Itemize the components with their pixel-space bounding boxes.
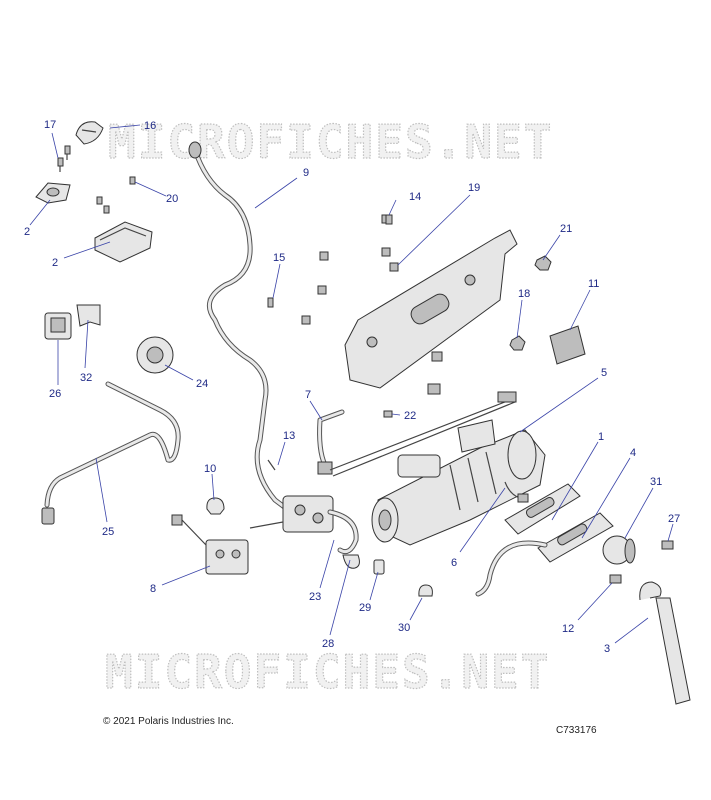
part-winch-strap <box>475 540 548 597</box>
part-nut-18 <box>509 335 526 351</box>
callout-11: 11 <box>588 278 599 290</box>
part-control-module <box>94 221 153 263</box>
callout-5: 5 <box>601 367 607 379</box>
watermark-bottom: MICROFICHES.NET <box>105 645 550 699</box>
callout-16: 16 <box>144 120 156 132</box>
callout-15: 15 <box>273 252 285 264</box>
part-pigtail-6 <box>504 481 529 503</box>
part-rope-stopper <box>602 535 636 565</box>
callout-28: 28 <box>322 638 334 650</box>
callout-23: 23 <box>309 591 321 603</box>
callout-24: 24 <box>196 378 208 390</box>
callout-27: 27 <box>668 513 680 525</box>
part-decal-11 <box>549 325 586 365</box>
part-winch-harness <box>329 391 517 477</box>
part-switch-harness <box>41 381 181 525</box>
callout-17: 17 <box>44 119 56 131</box>
callout-26: 26 <box>49 388 61 400</box>
leader-lines <box>29 124 674 644</box>
callout-20: 20 <box>166 193 178 205</box>
callout-14: 14 <box>409 191 421 203</box>
callout-18: 18 <box>518 288 530 300</box>
part-cable-7 <box>317 409 345 475</box>
part-rocker-switch <box>44 312 72 340</box>
callout-31: 31 <box>650 476 662 488</box>
part-winch-hook <box>639 581 691 705</box>
callout-7: 7 <box>305 389 311 401</box>
callout-12: 12 <box>562 623 574 635</box>
part-tie-13 <box>267 459 276 471</box>
part-bolt-22 <box>383 410 393 418</box>
part-bolt-12 <box>609 574 622 584</box>
part-nut-21 <box>534 255 552 271</box>
callout-4: 4 <box>630 447 636 459</box>
part-clamp-30 <box>418 584 433 597</box>
part-contactor-cap <box>136 336 174 374</box>
callout-19: 19 <box>468 182 480 194</box>
part-screws-17 <box>57 145 71 172</box>
callout-30: 30 <box>398 622 410 634</box>
copyright-notice: © 2021 Polaris Industries Inc. <box>103 716 234 727</box>
callout-6: 6 <box>451 557 457 569</box>
diagram-code: C733176 <box>556 725 597 736</box>
callout-21: 21 <box>560 223 572 235</box>
callout-labels: 17 16 2 20 2 26 32 24 25 9 15 7 13 10 8 … <box>24 119 680 655</box>
watermark-top: MICROFICHES.NET <box>108 115 553 169</box>
callout-13: 13 <box>283 430 295 442</box>
part-clip-29 <box>373 559 385 575</box>
part-relay-block <box>249 495 359 555</box>
callout-10: 10 <box>204 463 216 475</box>
callout-25: 25 <box>102 526 114 538</box>
callout-22: 22 <box>404 410 416 422</box>
part-winch-cable-9 <box>188 141 298 518</box>
callout-32: 32 <box>80 372 92 384</box>
part-boot-cover <box>75 121 104 145</box>
callout-1: 1 <box>598 431 604 443</box>
callout-8: 8 <box>150 583 156 595</box>
callout-3: 3 <box>604 643 610 655</box>
part-bolt-14 <box>385 214 393 225</box>
callout-9: 9 <box>303 167 309 179</box>
part-contactor-8 <box>171 514 249 575</box>
part-bolt-27 <box>661 540 674 550</box>
part-screws-20 <box>96 176 136 214</box>
part-bolt-15 <box>267 297 274 308</box>
callout-2-lower: 2 <box>52 257 58 269</box>
part-clip-32 <box>76 304 101 327</box>
part-winch-bracket <box>344 229 518 389</box>
part-switch-mount <box>35 182 71 204</box>
callout-2-upper: 2 <box>24 226 30 238</box>
part-fairlead <box>537 512 614 563</box>
part-strap-28 <box>342 554 360 569</box>
callout-29: 29 <box>359 602 371 614</box>
part-fairlead-plate <box>504 483 581 535</box>
part-clamp-10 <box>206 497 225 515</box>
